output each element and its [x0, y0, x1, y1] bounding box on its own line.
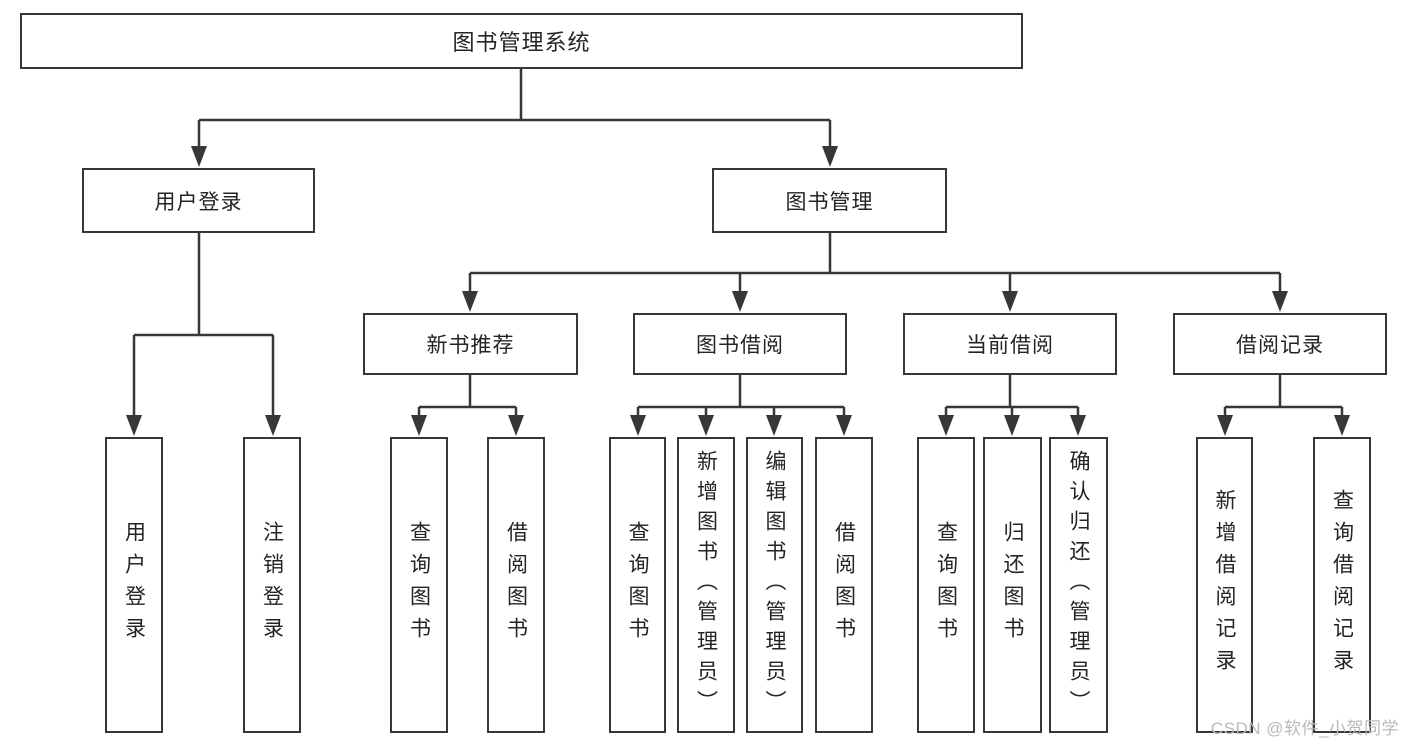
- node-label: 归还图书: [1001, 521, 1024, 649]
- node-label: 借阅图书: [832, 521, 856, 649]
- connector-root: [197, 69, 832, 150]
- node-label: 编辑图书（管理员）: [763, 450, 786, 720]
- node-borrow-edit-books-admin: 编辑图书（管理员）: [746, 437, 803, 733]
- node-label: 注销登录: [260, 521, 284, 649]
- node-label: 新增图书（管理员）: [694, 450, 718, 720]
- node-label: 图书管理: [785, 190, 874, 214]
- node-book-borrow: 图书借阅: [633, 313, 847, 375]
- node-label: 新增借阅记录: [1213, 489, 1236, 681]
- node-current-confirm-return-admin: 确认归还（管理员）: [1049, 437, 1108, 733]
- node-label: 新书推荐: [426, 334, 515, 357]
- connector-current: [944, 375, 1080, 419]
- node-recommend-query-books: 查询图书: [390, 437, 448, 733]
- node-label: 查询图书: [934, 521, 958, 649]
- node-label: 图书管理系统: [452, 30, 591, 55]
- node-borrow-query-books: 查询图书: [609, 437, 666, 733]
- node-root: 图书管理系统: [20, 13, 1023, 69]
- node-current-return-books: 归还图书: [983, 437, 1042, 733]
- node-new-book-recommend: 新书推荐: [363, 313, 578, 375]
- node-label: 查询图书: [407, 521, 431, 649]
- node-label: 查询借阅记录: [1330, 489, 1354, 681]
- node-label: 用户登录: [154, 190, 243, 214]
- node-records-query-record: 查询借阅记录: [1313, 437, 1371, 733]
- watermark-text: CSDN @软件_小贺同学: [1210, 719, 1399, 738]
- node-logout-leaf: 注销登录: [243, 437, 301, 733]
- node-label: 查询图书: [626, 521, 649, 649]
- connector-recommend: [417, 375, 518, 419]
- node-label: 图书借阅: [696, 334, 784, 357]
- connector-user-login: [132, 233, 275, 419]
- connector-records: [1223, 375, 1344, 419]
- connector-borrow: [636, 375, 846, 419]
- node-records-add-record: 新增借阅记录: [1196, 437, 1253, 733]
- node-borrow-add-books-admin: 新增图书（管理员）: [677, 437, 735, 733]
- node-label: 当前借阅: [966, 334, 1054, 357]
- node-borrow-records: 借阅记录: [1173, 313, 1387, 375]
- node-current-query-books: 查询图书: [917, 437, 975, 733]
- node-label: 用户登录: [122, 521, 146, 649]
- node-label: 借阅图书: [504, 521, 528, 649]
- node-label: 借阅记录: [1236, 334, 1324, 357]
- node-current-borrow: 当前借阅: [903, 313, 1117, 375]
- arrowheads: [126, 146, 1350, 436]
- connector-book-management: [468, 233, 1282, 295]
- node-label: 确认归还（管理员）: [1067, 450, 1090, 720]
- node-user-login-leaf: 用户登录: [105, 437, 163, 733]
- node-borrow-borrow-books: 借阅图书: [815, 437, 873, 733]
- node-book-management: 图书管理: [712, 168, 947, 233]
- node-user-login: 用户登录: [82, 168, 315, 233]
- node-recommend-borrow-books: 借阅图书: [487, 437, 545, 733]
